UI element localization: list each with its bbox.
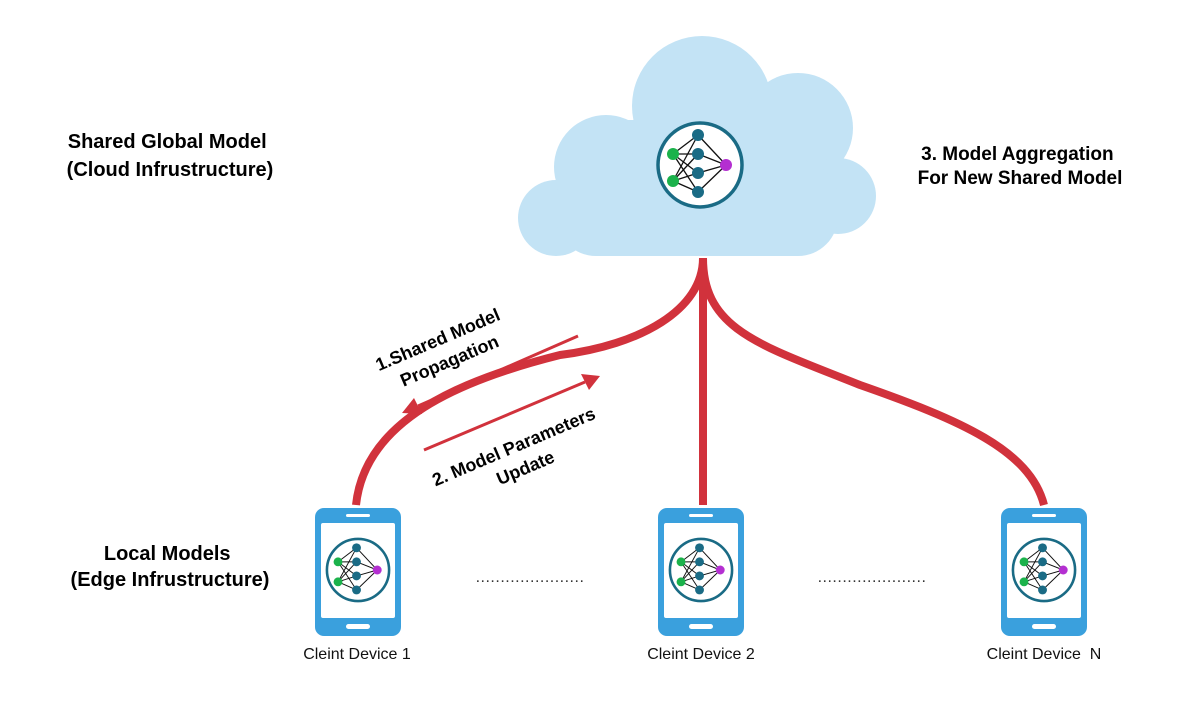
- update-arrow: [423, 374, 600, 452]
- client-device-2: Cleint Device 2: [647, 508, 755, 663]
- ellipsis-left: ......................: [476, 569, 585, 586]
- client-device-1: Cleint Device 1: [303, 508, 411, 663]
- link-device-1: [352, 257, 707, 506]
- device-2-label: Cleint Device 2: [647, 646, 755, 663]
- local-models-label: Local Models (Edge Infrustructure): [71, 543, 270, 591]
- cloud-neural-network-icon: [656, 121, 744, 209]
- global-model-label: Shared Global Model (Cloud Infrustructur…: [67, 131, 274, 181]
- device-1-neural-network-icon: [325, 537, 391, 603]
- cloud-device-links: [352, 257, 1048, 507]
- aggregation-label: 3. Model Aggregation For New Shared Mode…: [918, 144, 1123, 189]
- device-1-label: Cleint Device 1: [303, 646, 411, 663]
- device-n-label: Cleint Device N: [987, 646, 1102, 663]
- device-2-neural-network-icon: [668, 537, 734, 603]
- propagation-arrow: [402, 334, 579, 414]
- cloud-icon: [518, 36, 876, 256]
- propagation-label: 1.Shared Model Propagation: [373, 303, 517, 397]
- device-n-neural-network-icon: [1011, 537, 1077, 603]
- ellipsis-right: ......................: [818, 569, 927, 586]
- update-label: 2. Model Parameters Update: [429, 401, 612, 512]
- link-device-n: [699, 257, 1048, 507]
- client-device-n: Cleint Device N: [987, 508, 1102, 663]
